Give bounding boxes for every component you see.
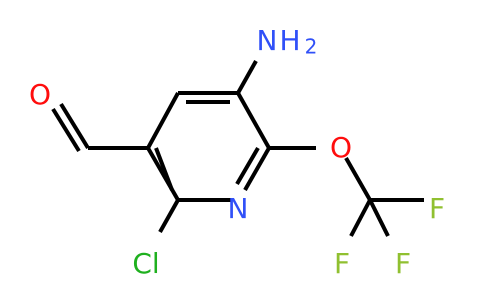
bond-cf3-f2 — [349, 199, 372, 237]
bond-cf3-f3 — [368, 199, 390, 237]
bond-c6-c5 — [146, 147, 180, 201]
bonds — [51, 60, 424, 237]
amino-nitrogen-label: N — [257, 24, 278, 57]
bond-c2-n — [243, 147, 271, 191]
fluorine-1-label: F — [429, 192, 445, 225]
bond-cho-o-1 — [59, 102, 90, 150]
bond-c5-c4 — [146, 92, 180, 149]
fluorine-2-label: F — [334, 247, 350, 280]
ether-oxygen-label: O — [330, 131, 352, 164]
amino-subscript-label: 2 — [305, 35, 318, 59]
ring-nitrogen-label: N — [228, 192, 249, 225]
fluorine-3-label: F — [395, 247, 411, 280]
bond-c3-nh2 — [236, 60, 258, 94]
atom-labels: O N H 2 N Cl O F F F — [29, 24, 445, 280]
bond-o-cf3 — [344, 157, 372, 201]
chlorine-label: Cl — [132, 247, 159, 280]
bond-c6-c5-inner — [154, 147, 174, 191]
bond-c3-c2 — [236, 92, 271, 149]
bond-c2-n-inner — [235, 146, 260, 186]
bond-c6-cl — [158, 199, 180, 233]
aldehyde-oxygen-label: O — [29, 78, 51, 111]
amino-hydrogen-label: H — [279, 24, 300, 57]
bond-cho-o-2 — [51, 107, 81, 153]
